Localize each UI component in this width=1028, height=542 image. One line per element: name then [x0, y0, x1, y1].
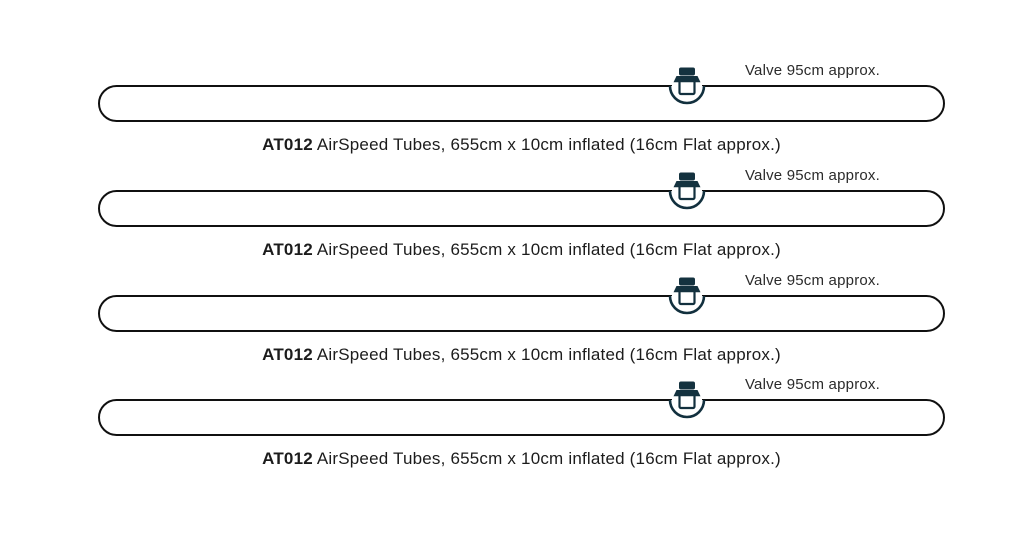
airspeed-tube-outline — [98, 295, 945, 332]
product-code: AT012 — [262, 135, 313, 154]
product-description: AirSpeed Tubes, 655cm x 10cm inflated (1… — [312, 135, 781, 154]
product-code: AT012 — [262, 240, 313, 259]
valve-dimension-label: Valve 95cm approx. — [744, 167, 880, 184]
valve-icon — [668, 277, 706, 315]
tube-row: Valve 95cm approx. AT012 AirSpeed Tubes,… — [0, 62, 1028, 162]
tube-caption: AT012 AirSpeed Tubes, 655cm x 10cm infla… — [98, 449, 945, 469]
airspeed-tube-outline — [98, 399, 945, 436]
valve-dimension-label: Valve 95cm approx. — [744, 272, 880, 289]
valve-dimension-label: Valve 95cm approx. — [744, 376, 880, 393]
tube-row: Valve 95cm approx. AT012 AirSpeed Tubes,… — [0, 272, 1028, 372]
product-description: AirSpeed Tubes, 655cm x 10cm inflated (1… — [312, 345, 781, 364]
airspeed-tube-outline — [98, 190, 945, 227]
tube-caption: AT012 AirSpeed Tubes, 655cm x 10cm infla… — [98, 240, 945, 260]
tube-caption: AT012 AirSpeed Tubes, 655cm x 10cm infla… — [98, 345, 945, 365]
airspeed-tube-outline — [98, 85, 945, 122]
tube-caption: AT012 AirSpeed Tubes, 655cm x 10cm infla… — [98, 135, 945, 155]
product-code: AT012 — [262, 345, 313, 364]
product-description: AirSpeed Tubes, 655cm x 10cm inflated (1… — [312, 240, 781, 259]
tube-row: Valve 95cm approx. AT012 AirSpeed Tubes,… — [0, 376, 1028, 476]
product-code: AT012 — [262, 449, 313, 468]
valve-dimension-label: Valve 95cm approx. — [744, 62, 880, 79]
tube-row: Valve 95cm approx. AT012 AirSpeed Tubes,… — [0, 167, 1028, 267]
valve-icon — [668, 172, 706, 210]
valve-icon — [668, 67, 706, 105]
product-description: AirSpeed Tubes, 655cm x 10cm inflated (1… — [312, 449, 781, 468]
valve-icon — [668, 381, 706, 419]
